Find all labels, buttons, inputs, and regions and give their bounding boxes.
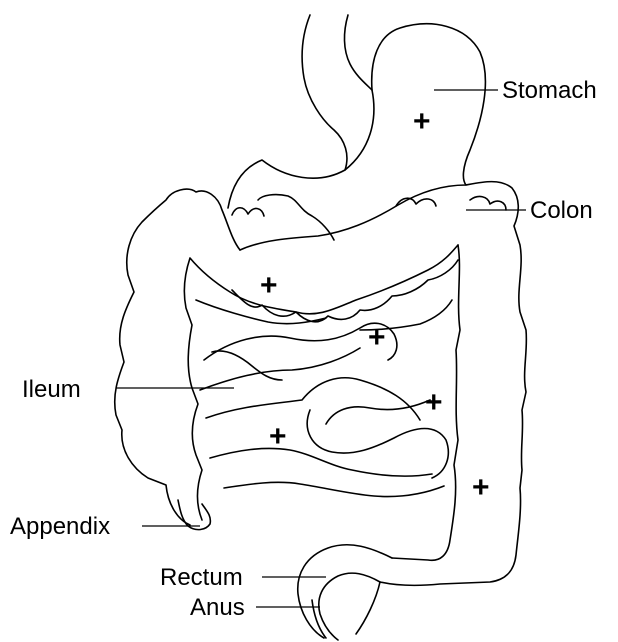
plus-marker-stomach: +	[413, 105, 431, 138]
appendix-outline	[178, 500, 210, 530]
label-colon: Colon	[530, 197, 593, 224]
plus-markers: + + + + + +	[260, 105, 490, 504]
esophagus	[302, 15, 372, 170]
label-rectum: Rectum	[160, 564, 243, 591]
labels: Stomach Colon Ileum Appendix Rectum Anus	[10, 77, 597, 621]
plus-marker-ileum-left: +	[269, 420, 287, 453]
plus-marker-ileum-right: +	[425, 386, 443, 419]
label-stomach: Stomach	[502, 77, 597, 104]
plus-marker-descending-colon: +	[472, 471, 490, 504]
label-appendix: Appendix	[10, 513, 110, 540]
plus-marker-transverse-colon: +	[260, 269, 278, 302]
label-anus: Anus	[190, 594, 245, 621]
small-intestine-coils	[196, 300, 452, 497]
stomach-outline	[228, 24, 485, 240]
label-ileum: Ileum	[22, 376, 81, 403]
rectum-outline	[298, 545, 392, 640]
plus-marker-jejunum: +	[368, 321, 386, 354]
